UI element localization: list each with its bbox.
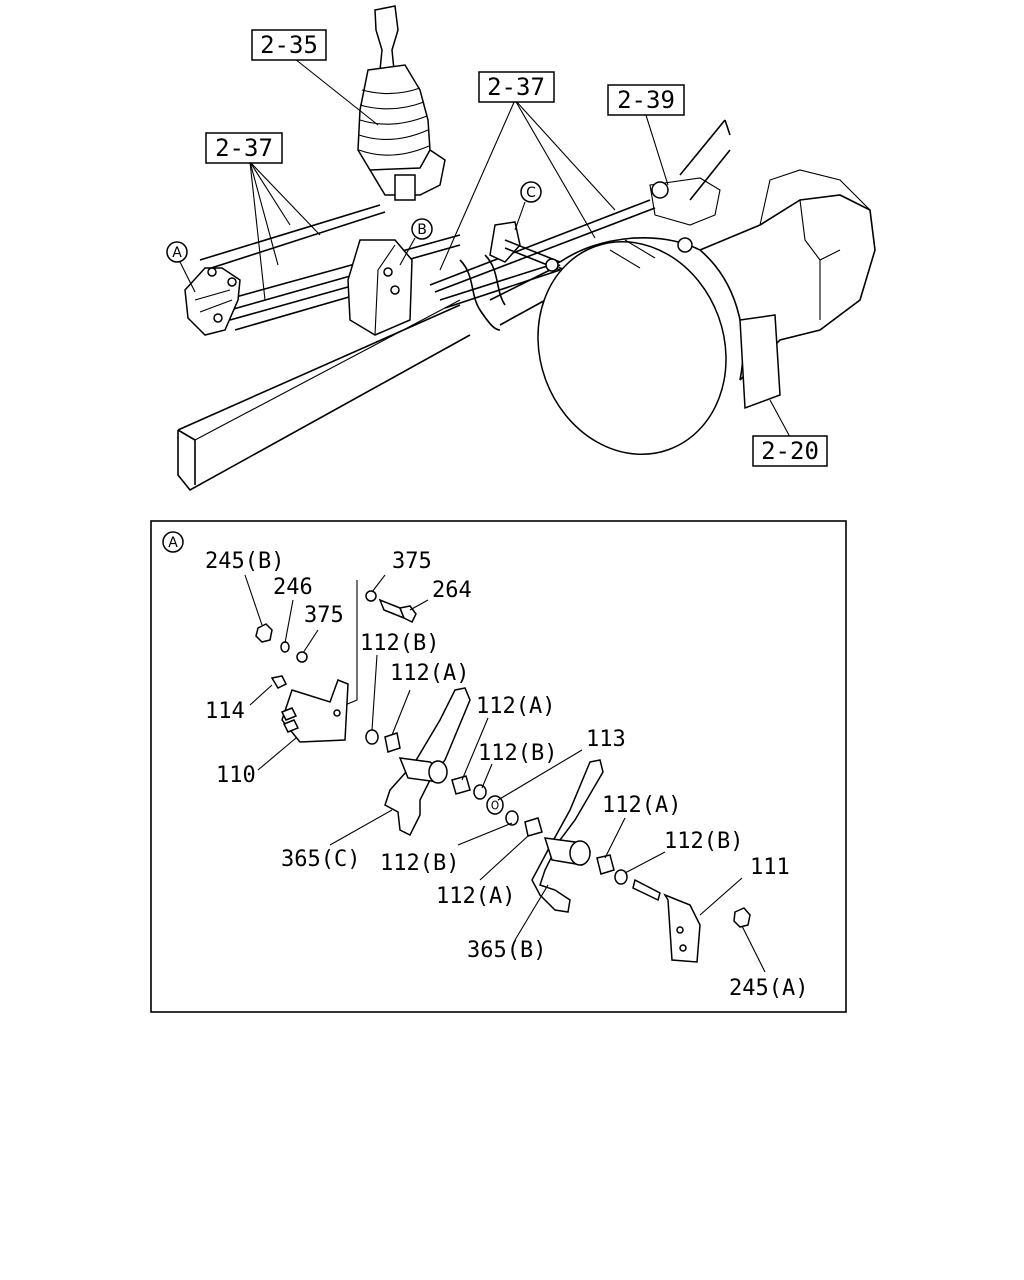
- transmission: [537, 169, 876, 456]
- callout-label: C: [526, 185, 536, 201]
- detail-leaders: [244, 574, 766, 973]
- ref-box-2-39[interactable]: 2-39: [607, 84, 685, 116]
- left-bracket-assembly: [184, 267, 241, 336]
- detail-view-a: A: [150, 520, 847, 1013]
- part-label-365b: 365(B): [467, 938, 546, 963]
- ref-box-2-20[interactable]: 2-20: [752, 435, 828, 467]
- part-label-375-mid: 375: [304, 603, 344, 628]
- part-label-110: 110: [216, 763, 256, 788]
- part-label-112a-1: 112(A): [390, 661, 469, 686]
- part-label-114: 114: [205, 699, 245, 724]
- part-label-112b-2: 112(B): [478, 741, 557, 766]
- ref-label: 2-39: [617, 86, 675, 114]
- callout-a[interactable]: A: [166, 241, 188, 263]
- callout-b[interactable]: B: [411, 218, 433, 240]
- shift-lever: [357, 5, 446, 201]
- overview-drawing: 2-35 2-37 2-37 2-39 2-20 A B C: [166, 5, 876, 492]
- callout-c[interactable]: C: [520, 181, 542, 203]
- part-label-113: 113: [586, 727, 626, 752]
- part-label-365c: 365(C): [281, 847, 360, 872]
- part-label-112a-4: 112(A): [436, 884, 515, 909]
- part-label-112a-2: 112(A): [476, 694, 555, 719]
- part-label-112b-1: 112(B): [360, 631, 439, 656]
- ref-box-2-37-left[interactable]: 2-37: [205, 132, 283, 164]
- callout-label: B: [417, 222, 427, 238]
- detail-marker-label: A: [168, 535, 178, 551]
- part-label-375-top: 375: [392, 549, 432, 574]
- ref-box-2-35[interactable]: 2-35: [251, 29, 327, 61]
- callout-label: A: [172, 245, 182, 261]
- part-label-111: 111: [750, 855, 790, 880]
- part-label-245b: 245(B): [205, 549, 284, 574]
- ref-label: 2-35: [260, 31, 318, 59]
- detail-frame: [150, 520, 847, 1013]
- part-label-245a: 245(A): [729, 976, 808, 1001]
- ref-label: 2-37: [215, 134, 273, 162]
- part-label-112b-4: 112(B): [664, 829, 743, 854]
- middle-bracket: [347, 239, 413, 336]
- part-label-264: 264: [432, 578, 472, 603]
- ref-box-2-37-right[interactable]: 2-37: [478, 71, 555, 103]
- detail-marker-a: A: [162, 531, 184, 553]
- part-label-112b-3: 112(B): [380, 851, 459, 876]
- part-label-246: 246: [273, 575, 313, 600]
- detail-parts: [255, 580, 751, 963]
- detail-labels: 245(B) 246 375 264 375 112(B) 112(A) 114…: [205, 549, 808, 1001]
- ref-label: 2-20: [761, 437, 819, 465]
- frame-rail: [177, 119, 731, 492]
- overview-leaders: [179, 54, 791, 438]
- part-label-112a-3: 112(A): [602, 793, 681, 818]
- ref-label: 2-37: [487, 73, 545, 101]
